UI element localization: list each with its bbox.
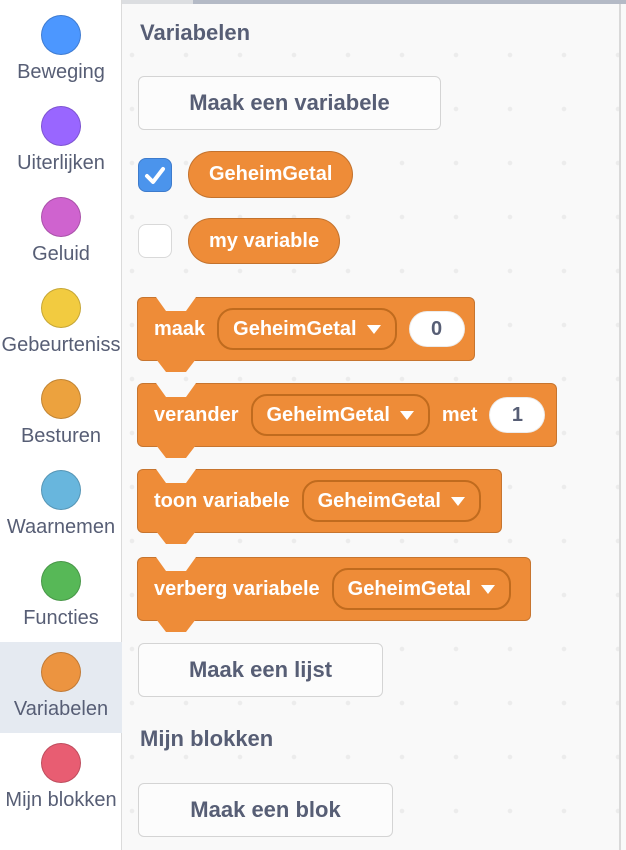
sidebar-item-waarnemen[interactable]: Waarnemen	[0, 460, 122, 551]
sidebar-item-label: Uiterlijken	[17, 152, 105, 174]
sidebar-item-gebeurtenissen[interactable]: Gebeurteniss	[0, 278, 122, 369]
variable-dropdown[interactable]: GeheimGetal	[250, 394, 430, 436]
palette-right-border	[619, 0, 621, 850]
checkmark-icon	[145, 166, 165, 184]
block-set-variable[interactable]: maak GeheimGetal 0	[137, 297, 475, 372]
block-notch	[156, 557, 196, 571]
block-label: verberg variabele	[154, 577, 320, 600]
sidebar-item-besturen[interactable]: Besturen	[0, 369, 122, 460]
sidebar-item-mijn-blokken[interactable]: Mijn blokken	[0, 733, 122, 824]
block-bump	[156, 359, 196, 372]
tab-bar-edge-light	[122, 0, 193, 4]
block-label: maak	[154, 317, 206, 340]
block-bump	[156, 531, 196, 544]
block-palette: Variabelen Maak een variabele GeheimGeta…	[122, 0, 626, 850]
dropdown-value: GeheimGetal	[266, 403, 390, 426]
variable-visibility-checkbox[interactable]	[138, 224, 172, 258]
block-label: met	[441, 403, 478, 426]
tab-bar-edge-dark	[193, 0, 626, 4]
value-input[interactable]: 1	[489, 397, 546, 433]
variable-row: GeheimGetal	[138, 151, 354, 198]
chevron-down-icon	[451, 496, 465, 506]
block-label: verander	[154, 403, 239, 426]
chevron-down-icon	[399, 410, 414, 420]
sidebar-item-beweging[interactable]: Beweging	[0, 5, 122, 96]
sidebar-item-geluid[interactable]: Geluid	[0, 187, 122, 278]
palette-heading-mijn-blokken: Mijn blokken	[140, 726, 274, 751]
sidebar-item-label: Gebeurteniss	[1, 334, 121, 356]
category-color-dot	[41, 743, 81, 783]
variable-pill-my-variable[interactable]: my variable	[188, 218, 341, 264]
sidebar-item-label: Waarnemen	[6, 516, 116, 538]
sidebar-item-uiterlijken[interactable]: Uiterlijken	[0, 96, 122, 187]
sidebar-item-functies[interactable]: Functies	[0, 551, 122, 642]
dropdown-value: GeheimGetal	[317, 489, 441, 512]
dropdown-value: GeheimGetal	[347, 577, 472, 600]
block-label: toon variabele	[154, 489, 290, 512]
variable-pill-geheimgetal[interactable]: GeheimGetal	[188, 151, 354, 198]
palette-heading-variabelen: Variabelen	[140, 20, 251, 45]
block-bump	[156, 619, 196, 632]
block-notch	[156, 469, 196, 483]
chevron-down-icon	[366, 324, 381, 334]
block-notch	[156, 297, 196, 311]
sidebar-item-label: Variabelen	[13, 698, 109, 720]
sidebar-item-variabelen[interactable]: Variabelen	[0, 642, 122, 733]
variable-dropdown[interactable]: GeheimGetal	[331, 568, 512, 610]
sidebar-item-label: Beweging	[17, 61, 105, 83]
category-color-dot	[41, 106, 81, 146]
category-color-dot	[41, 652, 81, 692]
category-color-dot	[41, 15, 81, 55]
block-show-variable[interactable]: toon variabele GeheimGetal	[137, 469, 502, 544]
sidebar-item-label: Mijn blokken	[5, 789, 117, 811]
variable-row: my variable	[138, 218, 341, 264]
sidebar-item-label: Geluid	[32, 243, 90, 265]
dropdown-value: GeheimGetal	[233, 317, 357, 340]
value-input[interactable]: 0	[408, 311, 465, 347]
block-hide-variable[interactable]: verberg variabele GeheimGetal	[137, 557, 531, 632]
variable-dropdown[interactable]: GeheimGetal	[217, 308, 397, 350]
variable-dropdown[interactable]: GeheimGetal	[301, 480, 481, 522]
sidebar-item-label: Besturen	[20, 425, 102, 447]
chevron-down-icon	[481, 584, 496, 594]
category-color-dot	[41, 288, 81, 328]
block-change-variable[interactable]: verander GeheimGetal met 1	[137, 383, 557, 458]
make-variable-button[interactable]: Maak een variabele	[138, 76, 441, 130]
category-color-dot	[41, 379, 81, 419]
category-color-dot	[41, 197, 81, 237]
make-list-button[interactable]: Maak een lijst	[138, 643, 383, 697]
category-color-dot	[41, 561, 81, 601]
block-notch	[156, 383, 196, 397]
category-color-dot	[41, 470, 81, 510]
block-bump	[156, 445, 196, 458]
variable-visibility-checkbox[interactable]	[138, 157, 172, 192]
sidebar-item-label: Functies	[23, 607, 99, 629]
category-sidebar: Beweging Uiterlijken Geluid Gebeurteniss…	[0, 0, 122, 850]
make-block-button[interactable]: Maak een blok	[138, 783, 393, 837]
